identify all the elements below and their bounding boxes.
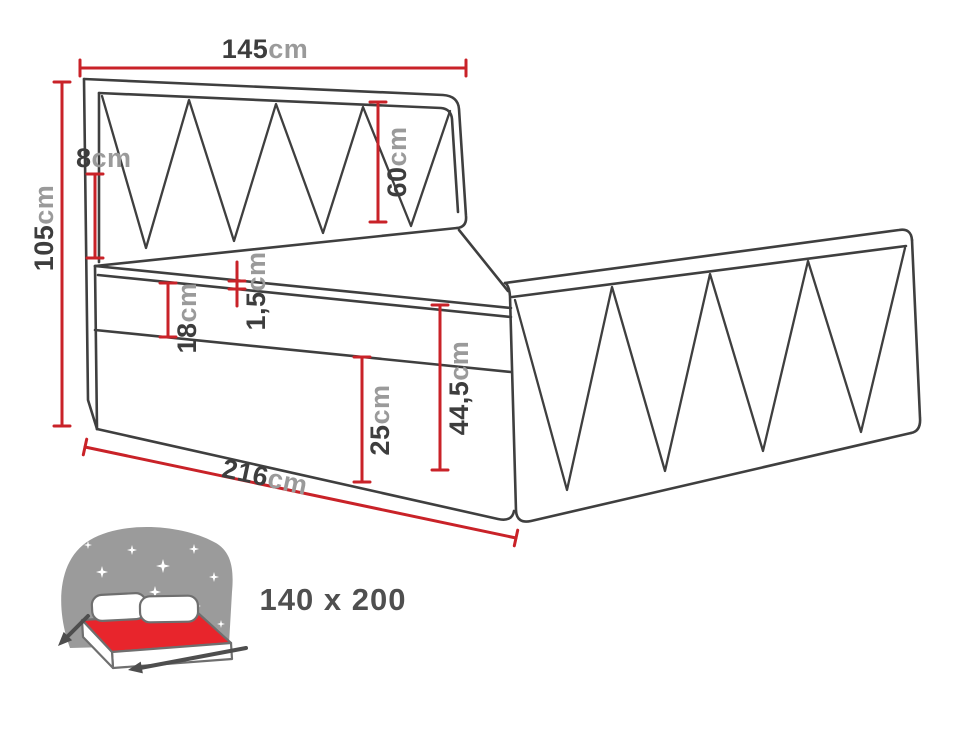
dimension-ticks	[352, 355, 372, 484]
dimension-label-105cm: 105cm	[29, 185, 59, 272]
dimension-ticks	[430, 303, 450, 472]
bed-front-left-corner-edge	[93, 264, 99, 431]
star-icon	[189, 544, 199, 554]
dimension-headboard-thickness: 8cm	[76, 143, 132, 260]
width-arrow-head-icon	[58, 631, 73, 646]
headboard-left-edge	[82, 77, 99, 431]
dimension-label-145cm: 145cm	[222, 34, 309, 64]
dimension-label-8cm: 8cm	[76, 143, 132, 173]
mattress-welt-line	[96, 273, 513, 319]
icon-bed-left-face	[80, 618, 115, 670]
dimension-label-25cm: 25cm	[365, 384, 395, 455]
mattress-and-base	[93, 228, 516, 521]
dim-unit: cm	[365, 384, 395, 424]
footboard-right-edge	[909, 238, 922, 435]
dimension-ticks	[227, 279, 247, 291]
dim-value: 145	[222, 34, 269, 64]
dim-value: 25	[365, 424, 395, 455]
icon-pillow-right	[138, 594, 200, 624]
width-arrow-icon	[66, 614, 90, 638]
length-arrow-icon	[138, 646, 248, 670]
footboard-inner-top-edge	[510, 244, 908, 299]
dimension-label-44-5cm: 44,5cm	[444, 341, 474, 436]
icon-pillow-left	[90, 592, 148, 622]
dim-value: 44,5	[444, 381, 474, 436]
bed-size-icon	[58, 527, 248, 674]
dimension-ticks	[52, 80, 72, 428]
bed-drawing	[82, 77, 922, 523]
dim-value: 8	[76, 143, 92, 173]
dimensions: 145cm 105cm 8cm 60cm 1,5cm 18cm	[29, 34, 520, 548]
dim-value: 1,5	[241, 291, 271, 330]
dimension-ticks	[85, 172, 105, 260]
star-icon	[156, 559, 170, 573]
dimension-ticks	[368, 100, 388, 224]
star-icon	[84, 541, 92, 549]
dim-unit: cm	[241, 251, 271, 291]
footboard-zigzag-pattern	[513, 246, 907, 492]
dimension-mattress-welt: 1,5cm	[227, 251, 271, 331]
dimension-label-1-5cm: 1,5cm	[241, 251, 271, 330]
dimension-ticks	[158, 281, 178, 339]
dim-unit: cm	[265, 463, 310, 501]
dim-value: 60	[382, 166, 412, 197]
headboard	[82, 77, 468, 431]
dimension-headboard-panel-height: 60cm	[368, 100, 412, 224]
dimension-ticks	[81, 437, 520, 548]
bed-size-caption: 140 x 200	[260, 582, 407, 617]
headboard-zigzag-pattern	[100, 94, 452, 250]
headboard-outer-top-right-edge	[82, 77, 468, 230]
footboard-bottom-edge	[514, 431, 913, 523]
mattress-top-edge	[93, 264, 513, 310]
dim-unit: cm	[92, 143, 132, 173]
dim-unit: cm	[444, 341, 474, 381]
dimension-label-60cm: 60cm	[382, 126, 412, 197]
footboard-inner-left-edge	[503, 281, 518, 513]
dim-unit: cm	[382, 126, 412, 166]
dimension-label-216cm: 216cm	[220, 453, 311, 500]
dimension-label-18cm: 18cm	[172, 282, 202, 353]
dimension-ticks	[78, 58, 468, 78]
dim-unit: cm	[268, 34, 308, 64]
star-icon	[217, 620, 225, 628]
dim-unit: cm	[172, 282, 202, 322]
footboard	[503, 228, 922, 523]
star-icon	[96, 566, 108, 578]
icon-dimension-arrows	[58, 614, 248, 674]
dim-unit: cm	[29, 185, 59, 225]
dim-value: 105	[29, 225, 59, 272]
headboard-bottom-edge	[93, 226, 459, 268]
length-arrow-head-icon	[128, 661, 143, 674]
dimension-mattress-height: 18cm	[158, 281, 202, 354]
star-icon	[127, 545, 137, 555]
star-icon	[209, 572, 219, 582]
dimension-line	[83, 445, 518, 540]
dimension-footboard-height: 44,5cm	[430, 303, 474, 472]
dimension-overall-height: 105cm	[29, 80, 72, 428]
star-icon	[149, 586, 161, 598]
mattress-footboard-joint-edge	[457, 228, 510, 293]
footboard-outer-top-edge	[503, 228, 914, 285]
dimension-base-height: 25cm	[352, 355, 395, 484]
dim-value: 216	[220, 453, 272, 492]
dim-value: 18	[172, 322, 202, 353]
base-bottom-edge	[95, 427, 516, 521]
dimension-headboard-width: 145cm	[78, 34, 468, 78]
